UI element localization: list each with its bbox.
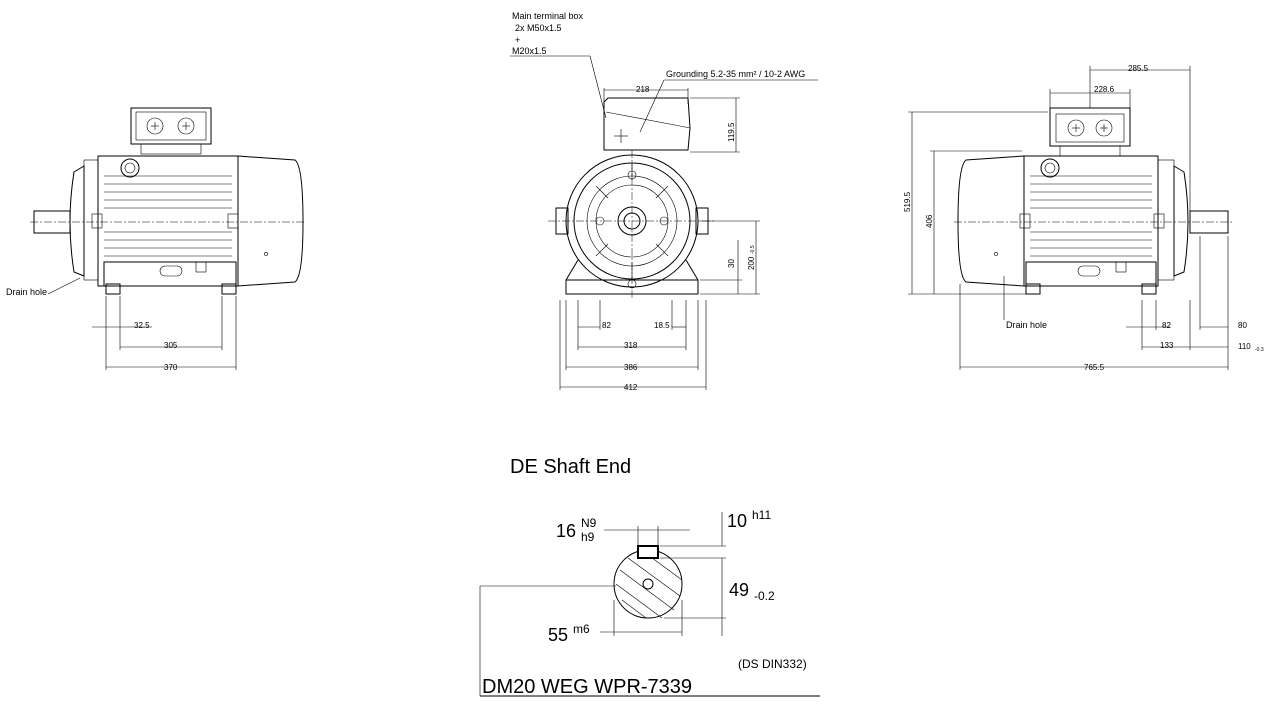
drain-hole-label-left: Drain hole xyxy=(6,287,47,297)
diameter-tol: m6 xyxy=(573,622,590,636)
diameter-value: 55 xyxy=(548,625,568,645)
fan-cover xyxy=(237,155,304,287)
dim-370: 370 xyxy=(164,363,178,372)
terminal-box-right xyxy=(1049,107,1131,147)
front-view xyxy=(510,55,818,390)
drawing-code: DM20 WEG WPR-7339 xyxy=(482,676,692,698)
key-height-tol: h11 xyxy=(752,508,771,522)
cable-entry-plus: + xyxy=(515,35,520,45)
keyway xyxy=(637,545,659,559)
terminal-box-front xyxy=(603,97,691,151)
dim-200: 200 xyxy=(747,256,756,270)
terminal-box xyxy=(130,107,212,145)
dim-318: 318 xyxy=(624,341,638,350)
dim-412: 412 xyxy=(624,383,638,392)
dim-32-5: 32.5 xyxy=(134,321,150,330)
main-terminal-box-label: Main terminal box xyxy=(512,11,584,21)
drain-hole-label-right: Drain hole xyxy=(1006,320,1047,330)
dim-80: 80 xyxy=(1238,321,1247,330)
cable-entry-label-1: 2x M50x1.5 xyxy=(515,23,562,33)
key-width-value: 16 xyxy=(556,521,576,541)
key-height-value: 10 xyxy=(727,511,747,531)
standard-reference: (DS DIN332) xyxy=(738,657,807,671)
dim-82-front: 82 xyxy=(602,321,611,330)
dim-30: 30 xyxy=(727,259,736,268)
dim-305: 305 xyxy=(164,341,178,350)
grounding-label: Grounding 5.2-35 mm² / 10-2 AWG xyxy=(666,69,805,79)
motor-frame xyxy=(97,155,239,287)
key-depth-value: 49 xyxy=(729,580,749,600)
left-side-view xyxy=(30,107,306,370)
right-side-view xyxy=(908,66,1234,370)
dim-82-right: 82 xyxy=(1162,321,1171,330)
dim-765-5: 765.5 xyxy=(1084,363,1105,372)
dim-133: 133 xyxy=(1160,341,1174,350)
key-width-lower-tol: h9 xyxy=(581,530,595,544)
shaft-end-detail xyxy=(479,512,820,697)
dim-110-tol: -0.3 xyxy=(1255,347,1264,353)
shaft-end-title: DE Shaft End xyxy=(510,456,631,478)
dim-228-6: 228.6 xyxy=(1094,85,1115,94)
dim-110: 110 xyxy=(1238,342,1251,351)
key-depth-tol: -0.2 xyxy=(754,589,775,603)
dim-406: 406 xyxy=(925,214,934,228)
dim-386: 386 xyxy=(624,363,638,372)
key-width-upper-tol: N9 xyxy=(581,516,597,530)
dim-218: 218 xyxy=(636,85,650,94)
dim-18-5: 18.5 xyxy=(654,321,670,330)
dim-285-5: 285.5 xyxy=(1128,64,1149,73)
dim-200-tol: -0.5 xyxy=(750,245,756,254)
dim-519-5: 519.5 xyxy=(903,191,912,212)
dim-119-5: 119.5 xyxy=(727,122,736,142)
motor-frame-right xyxy=(1023,155,1159,287)
cable-entry-label-2: M20x1.5 xyxy=(512,46,547,56)
